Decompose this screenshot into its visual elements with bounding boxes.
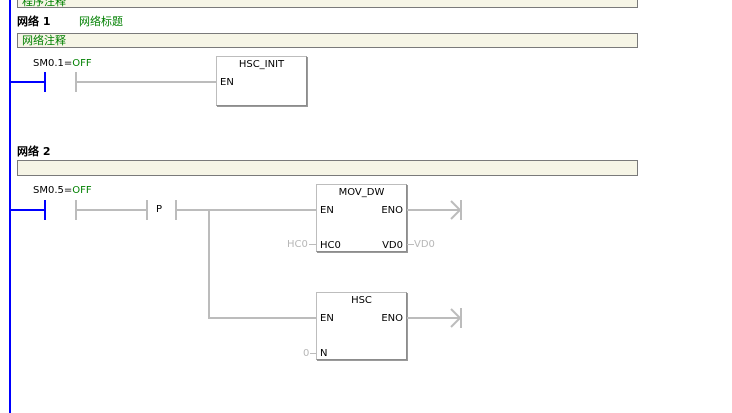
network-1-comment[interactable]: 网络注释 [17,33,638,48]
network-2-contact-left-bar [44,200,46,220]
program-comment[interactable]: 程序注释 [17,0,638,8]
network-1-contact-right-bar [75,72,77,92]
network-1-rail-stub [11,81,46,83]
mov-dw-in-stub [309,244,316,245]
p-contact-left-bar [146,200,148,220]
mov-dw-eno-wire [407,209,459,211]
mov-dw-out-stub [407,244,414,245]
mov-dw-eno-arrow-icon [450,200,462,220]
network-2-wire-1 [77,209,146,211]
network-2-comment[interactable] [17,160,638,176]
contact-address: SM0.5 [33,185,64,196]
mov-dw-out-value[interactable]: VD0 [414,239,435,250]
mov-dw-in-pin: HC0 [320,240,341,251]
hsc-title: HSC [351,295,372,306]
hsc-n-pin: N [320,348,328,359]
network-2-contact-right-bar [75,200,77,220]
mov-dw-in-value[interactable]: HC0 [287,239,308,250]
network-2-branch-wire [208,317,316,319]
p-contact-right-bar [175,200,177,220]
network-1-label[interactable]: 网络 1 [17,15,51,28]
hsc-box[interactable]: HSC EN ENO N [316,292,407,360]
network-2-branch-vertical [208,209,210,319]
left-power-rail [9,0,11,413]
hsc-n-value[interactable]: 0 [303,348,310,359]
hsc-init-box[interactable]: HSC_INIT EN [216,56,307,106]
hsc-eno-pin: ENO [381,313,403,324]
mov-dw-out-pin: VD0 [382,240,403,251]
hsc-n-stub [310,353,316,354]
program-comment-text: 程序注释 [22,0,66,8]
network-2-contact-label[interactable]: SM0.5=OFF [33,185,92,196]
mov-dw-eno-pin: ENO [381,205,403,216]
hsc-eno-arrow-icon [450,308,462,328]
network-1-contact-label[interactable]: SM0.1=OFF [33,58,92,69]
hsc-init-title: HSC_INIT [238,59,285,70]
network-1-title[interactable]: 网络标题 [79,15,123,28]
p-contact-label[interactable]: P [156,204,163,215]
contact-equals: = [63,58,73,69]
mov-dw-title: MOV_DW [338,187,385,198]
network-1-wire [77,81,216,83]
contact-state: OFF [72,58,92,69]
contact-address: SM0.1 [33,58,64,69]
contact-state: OFF [72,185,92,196]
network-1-contact-left-bar [44,72,46,92]
hsc-eno-wire [407,317,459,319]
network-2-wire-2 [177,209,316,211]
contact-equals: = [63,185,73,196]
network-1-comment-text: 网络注释 [22,34,66,47]
hsc-init-en-pin: EN [220,77,234,88]
mov-dw-box[interactable]: MOV_DW EN ENO HC0 VD0 [316,184,407,252]
network-2-rail-stub [11,209,46,211]
hsc-en-pin: EN [320,313,334,324]
mov-dw-en-pin: EN [320,205,334,216]
network-2-label[interactable]: 网络 2 [17,145,51,158]
